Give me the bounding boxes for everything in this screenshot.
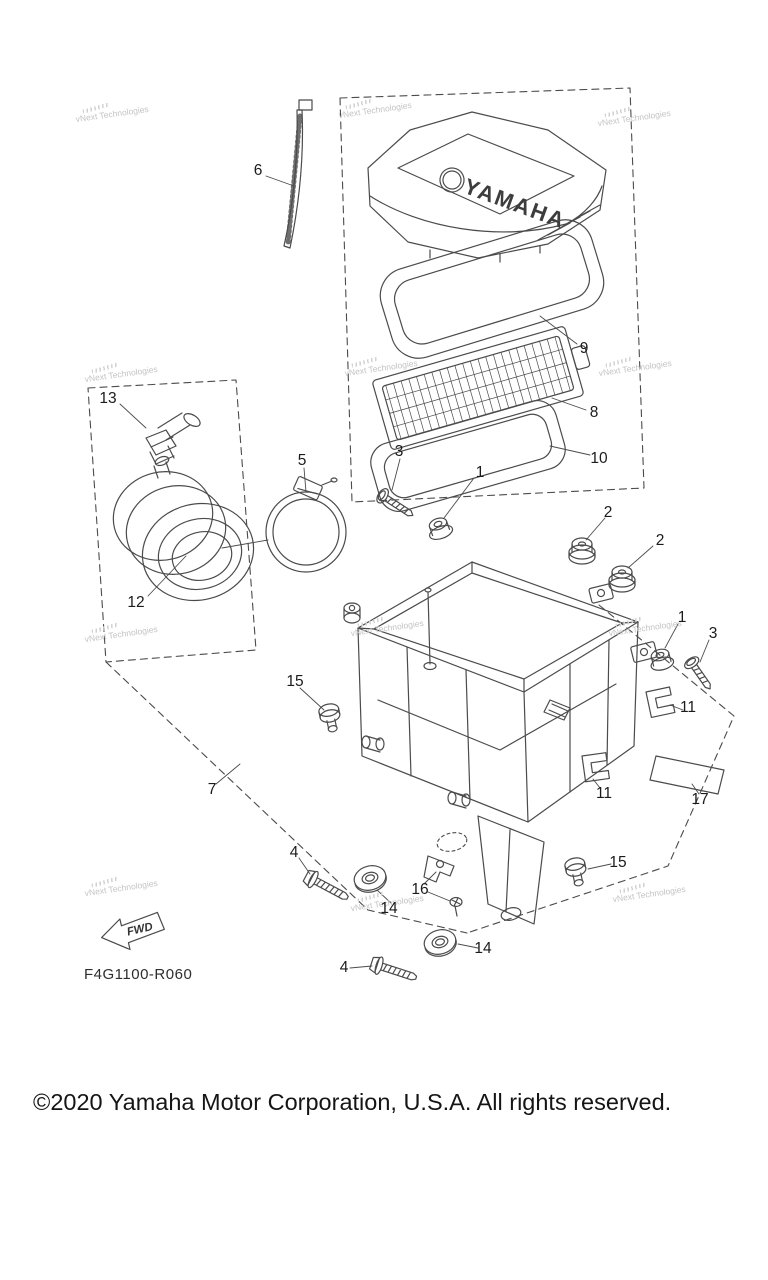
callout-1: 1 [677, 609, 687, 626]
callout-10: 10 [590, 450, 608, 467]
callout-4: 4 [339, 959, 349, 976]
damper-2-b [608, 565, 636, 593]
callout-4: 4 [289, 844, 299, 861]
callout-6: 6 [253, 162, 263, 179]
elbow-joint [145, 412, 201, 465]
callout-14: 14 [474, 940, 492, 957]
callout-17: 17 [691, 791, 709, 808]
callout-1: 1 [475, 464, 485, 481]
fwd-label: FWD [126, 921, 154, 939]
callout-15: 15 [286, 673, 304, 690]
duct-joint [112, 455, 255, 602]
bracket-11-upper [645, 686, 676, 719]
washer-14-upper [353, 865, 387, 893]
callout-5: 5 [297, 452, 307, 469]
callout-12: 12 [127, 594, 145, 611]
callout-14: 14 [380, 900, 398, 917]
callout-3: 3 [394, 443, 404, 460]
collar-1-right [650, 648, 675, 671]
grommet-15-right [564, 857, 587, 887]
callout-2: 2 [603, 504, 613, 521]
bolt-4-upper [302, 869, 349, 900]
damper-plate-17 [649, 755, 725, 795]
stay-16 [423, 855, 463, 917]
callout-15: 15 [609, 854, 627, 871]
callout-11: 11 [595, 785, 613, 802]
callout-13: 13 [99, 390, 117, 407]
callout-9: 9 [579, 340, 589, 357]
cable-tie [283, 99, 313, 249]
diagram-code: F4G1100-R060 [84, 966, 193, 983]
callout-11: 11 [679, 699, 697, 716]
washer-14-lower [423, 929, 457, 957]
screw-3-upper [376, 488, 414, 517]
callout-3: 3 [708, 625, 718, 642]
callout-16: 16 [411, 881, 429, 898]
hose-clamp [265, 476, 347, 573]
copyright-text: ©2020 Yamaha Motor Corporation, U.S.A. A… [33, 1089, 672, 1115]
bolt-4-lower [368, 956, 418, 981]
dashed-boundaries [87, 87, 735, 934]
grommet-15-left [318, 703, 341, 733]
filter-element [372, 326, 591, 450]
bracket-11-lower [581, 752, 610, 783]
callout-8: 8 [589, 404, 599, 421]
air-cleaner-cover: YAMAHA [367, 111, 607, 263]
callout-2: 2 [655, 532, 665, 549]
callout-leader-lines [119, 175, 710, 969]
air-cleaner-case [343, 561, 658, 925]
collar-1-upper [428, 517, 454, 541]
callout-7: 7 [207, 781, 217, 798]
exploded-parts-drawing: YAMAHA [87, 87, 735, 981]
cover-seal [379, 219, 605, 359]
screw-3-right [684, 656, 711, 690]
cover-vents [537, 204, 601, 241]
damper-2-a [568, 537, 596, 565]
fwd-arrow: FWD [100, 911, 165, 951]
